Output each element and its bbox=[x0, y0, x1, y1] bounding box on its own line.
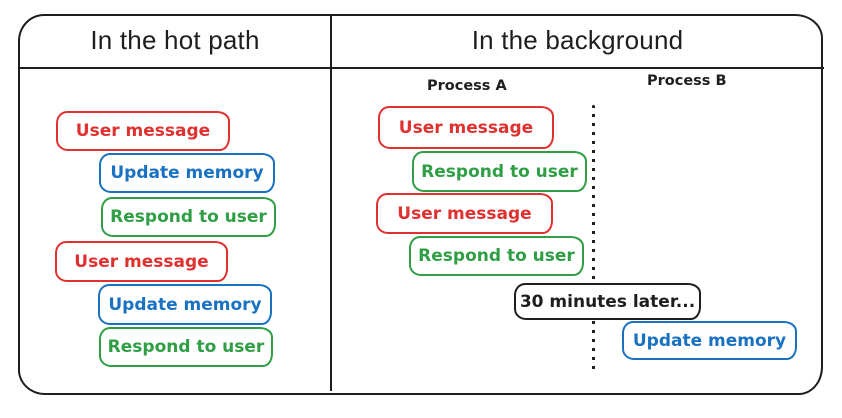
flow-box-label: Respond to user bbox=[107, 337, 265, 357]
flow-box-label: Update memory bbox=[632, 330, 787, 351]
header-separator-line bbox=[18, 67, 824, 69]
flow-box-update-memory: Update memory bbox=[622, 321, 797, 360]
flow-box-label: User message bbox=[74, 251, 209, 272]
flow-box-user-message: User message bbox=[376, 193, 553, 234]
flow-box-user-message: User message bbox=[56, 111, 230, 151]
panel-divider-line bbox=[330, 15, 332, 391]
flow-box-respond-to-user: Respond to user bbox=[412, 151, 587, 192]
flow-box-label: User message bbox=[397, 203, 532, 224]
flow-box-update-memory: Update memory bbox=[98, 284, 272, 325]
flow-box-respond-to-user: Respond to user bbox=[99, 327, 273, 367]
flow-box-user-message: User message bbox=[378, 106, 554, 149]
flow-box-30-minutes-later: 30 minutes later... bbox=[514, 283, 701, 320]
flow-box-label: Respond to user bbox=[418, 246, 575, 266]
flow-box-label: 30 minutes later... bbox=[519, 291, 696, 312]
background-panel-title: In the background bbox=[471, 25, 684, 55]
process-b-label: Process B bbox=[647, 73, 727, 89]
flow-box-user-message: User message bbox=[55, 241, 228, 282]
process-divider-dotted-line bbox=[592, 105, 596, 373]
hot-path-panel-title: In the hot path bbox=[90, 25, 260, 55]
flow-box-respond-to-user: Respond to user bbox=[409, 236, 584, 276]
flow-box-label: Update memory bbox=[110, 163, 264, 183]
flow-box-label: Respond to user bbox=[110, 207, 267, 227]
flow-box-label: Respond to user bbox=[421, 161, 578, 182]
process-a-label: Process A bbox=[427, 78, 507, 94]
flow-box-label: User message bbox=[398, 117, 534, 138]
flow-box-respond-to-user: Respond to user bbox=[101, 197, 276, 237]
flow-box-label: User message bbox=[75, 121, 211, 141]
flow-box-label: Update memory bbox=[108, 294, 262, 315]
flow-box-update-memory: Update memory bbox=[99, 153, 275, 193]
